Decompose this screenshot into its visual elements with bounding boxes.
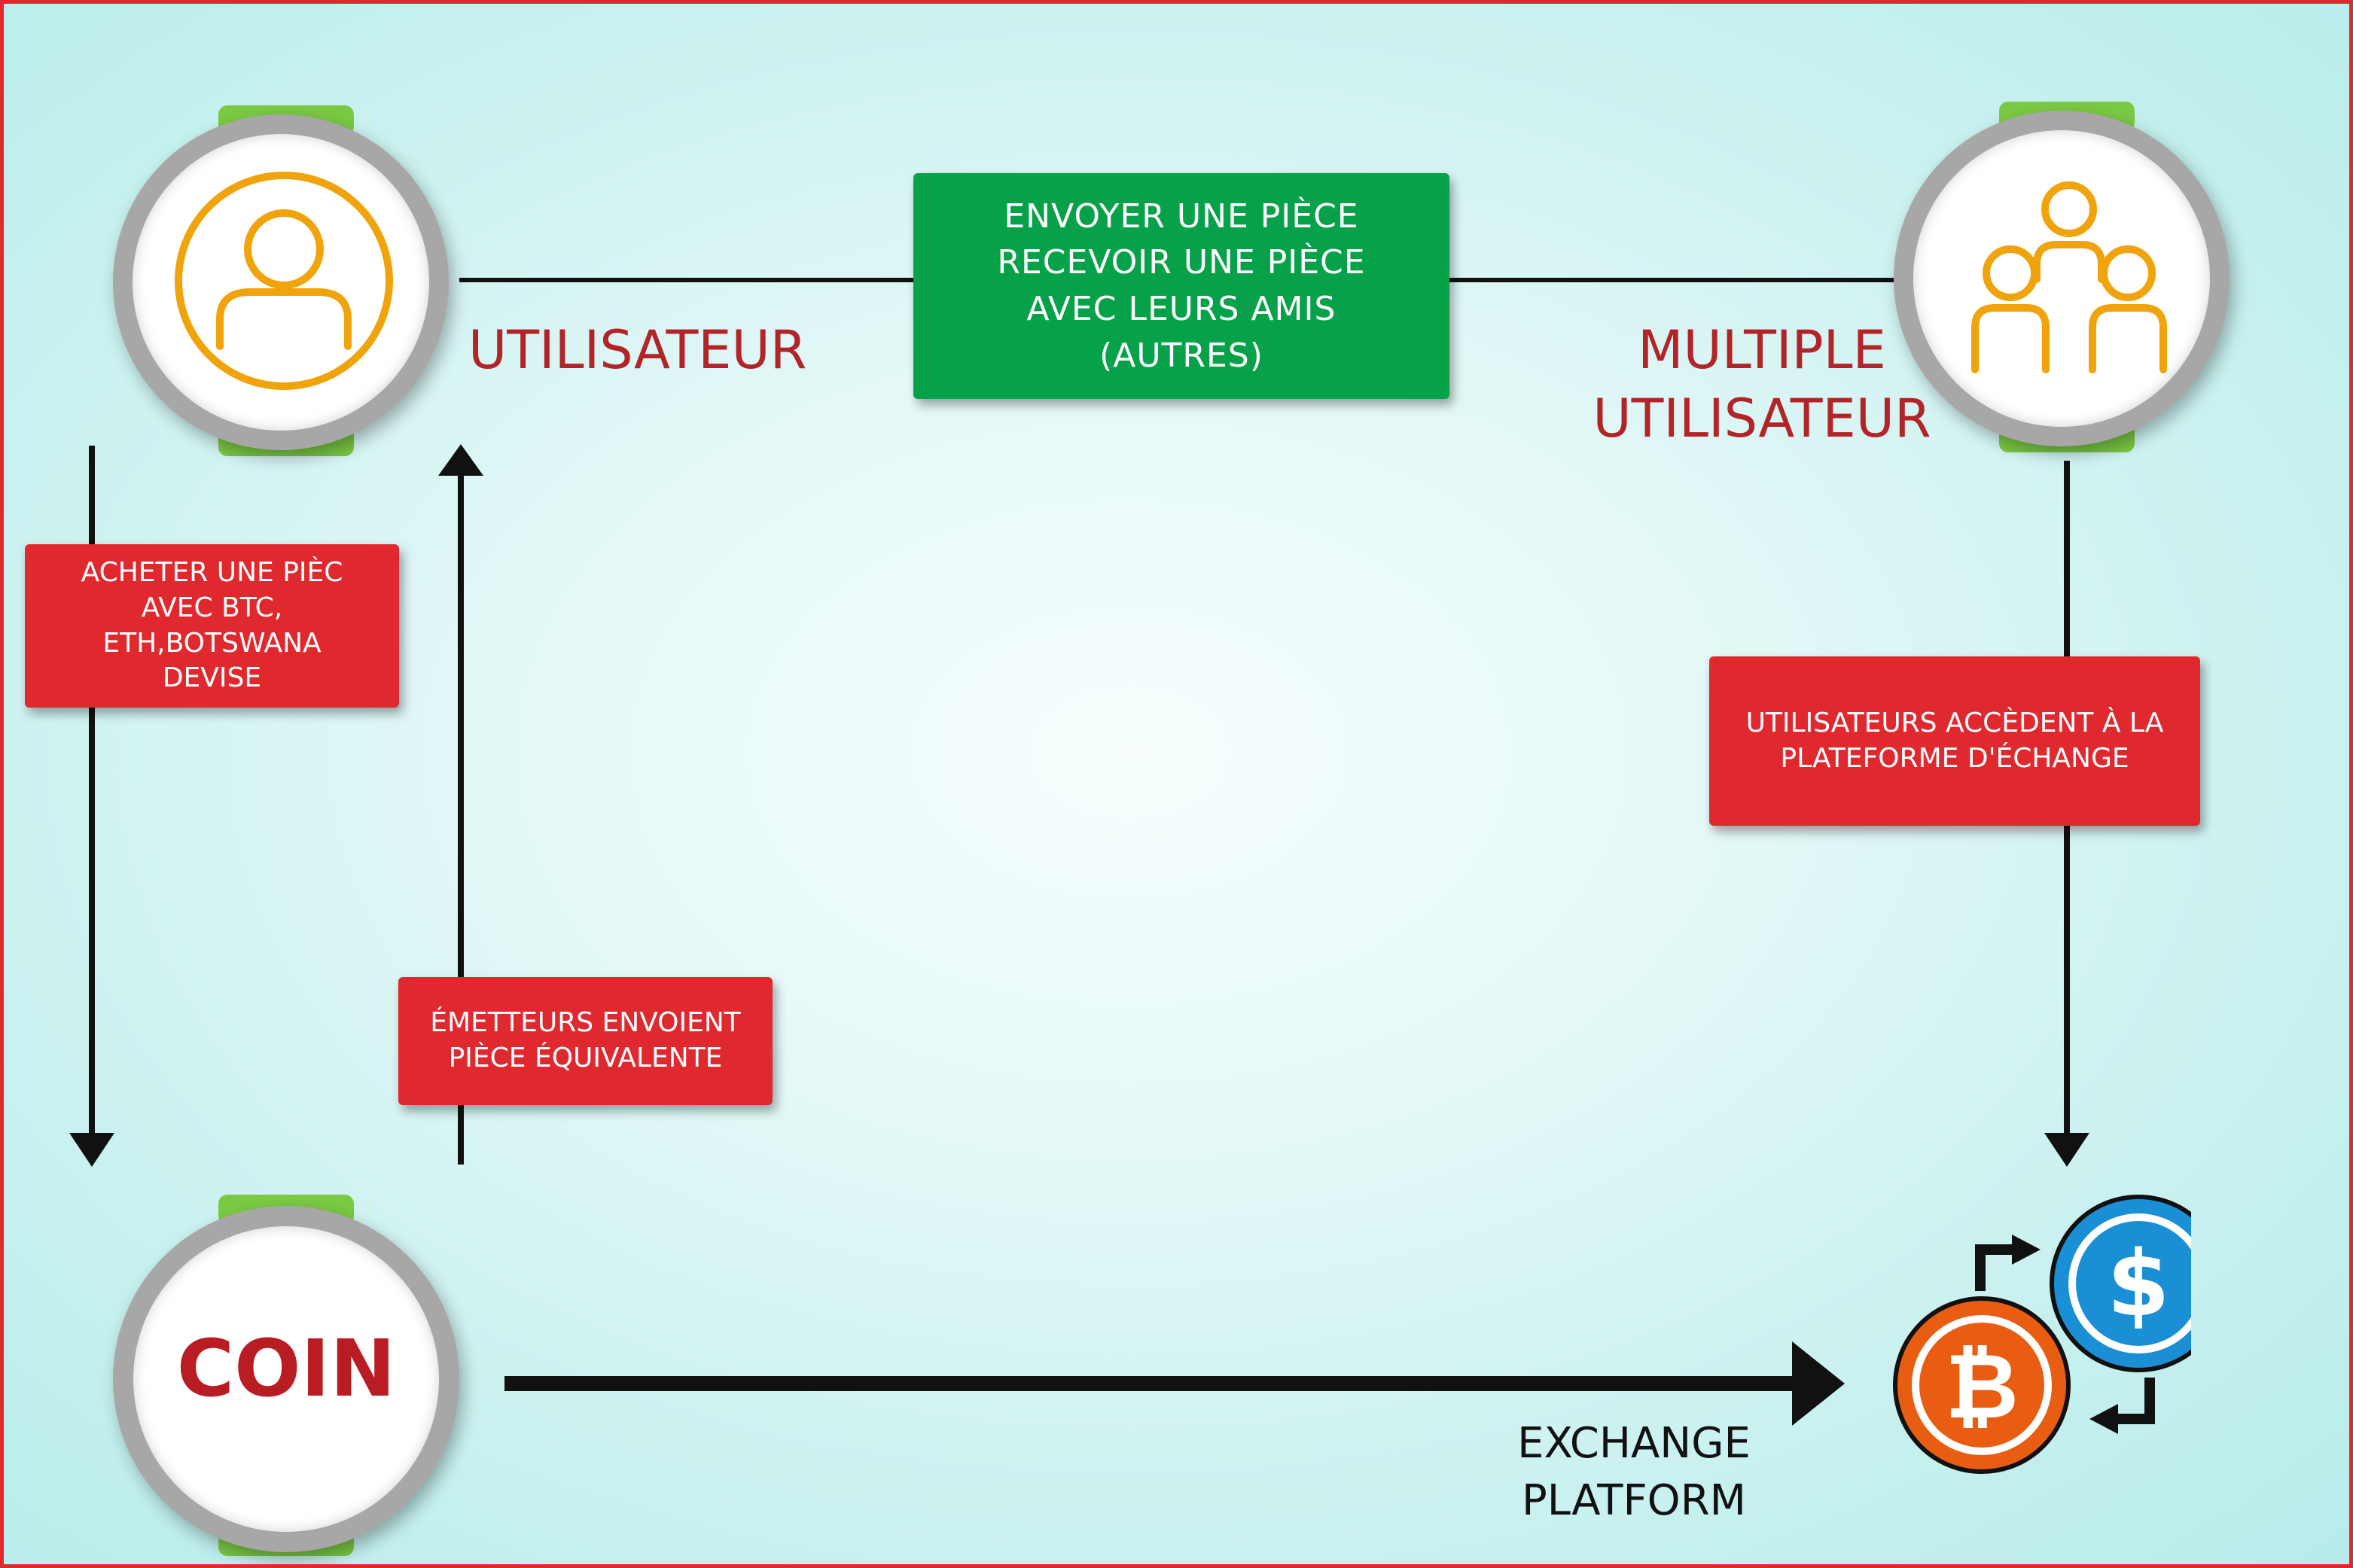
node-circle <box>133 1226 439 1532</box>
issuers-box: ÉMETTEURS ENVOIENT PIÈCE ÉQUIVALENTE <box>398 977 773 1105</box>
svg-text:₿: ₿ <box>1945 1335 2019 1439</box>
svg-text:$: $ <box>2107 1232 2170 1337</box>
user-icon <box>175 172 393 390</box>
exchange-label: EXCHANGE PLATFORM <box>1517 1419 1751 1525</box>
multi-user-label: MULTIPLE UTILISATEUR <box>1593 319 1931 449</box>
arrowhead-down-left <box>69 1133 114 1167</box>
arrowhead-right <box>1792 1341 1845 1426</box>
currency-exchange-icon: $ ₿ <box>1893 1195 2227 1474</box>
buy-coin-box: ACHETER UNE PIÈC AVEC BTC, ETH,BOTSWANA … <box>25 544 399 708</box>
arrowhead-up <box>438 444 483 476</box>
user-node <box>113 105 459 467</box>
multi-user-node <box>1894 102 2240 463</box>
users-group-icon <box>1971 181 2167 373</box>
exchange-icon-group: $ ₿ <box>1890 1193 2227 1479</box>
access-platform-box: UTILISATEURS ACCÈDENT À LA PLATEFORME D'… <box>1709 656 2200 826</box>
user-label: UTILISATEUR <box>468 319 807 381</box>
coin-label: COIN <box>176 1323 396 1414</box>
arrowhead-down-right <box>2044 1133 2089 1167</box>
node-circle <box>1913 130 2210 427</box>
send-receive-box: ENVOYER UNE PIÈCE RECEVOIR UNE PIÈCE AVE… <box>913 173 1449 399</box>
coin-node: COIN <box>113 1195 459 1556</box>
